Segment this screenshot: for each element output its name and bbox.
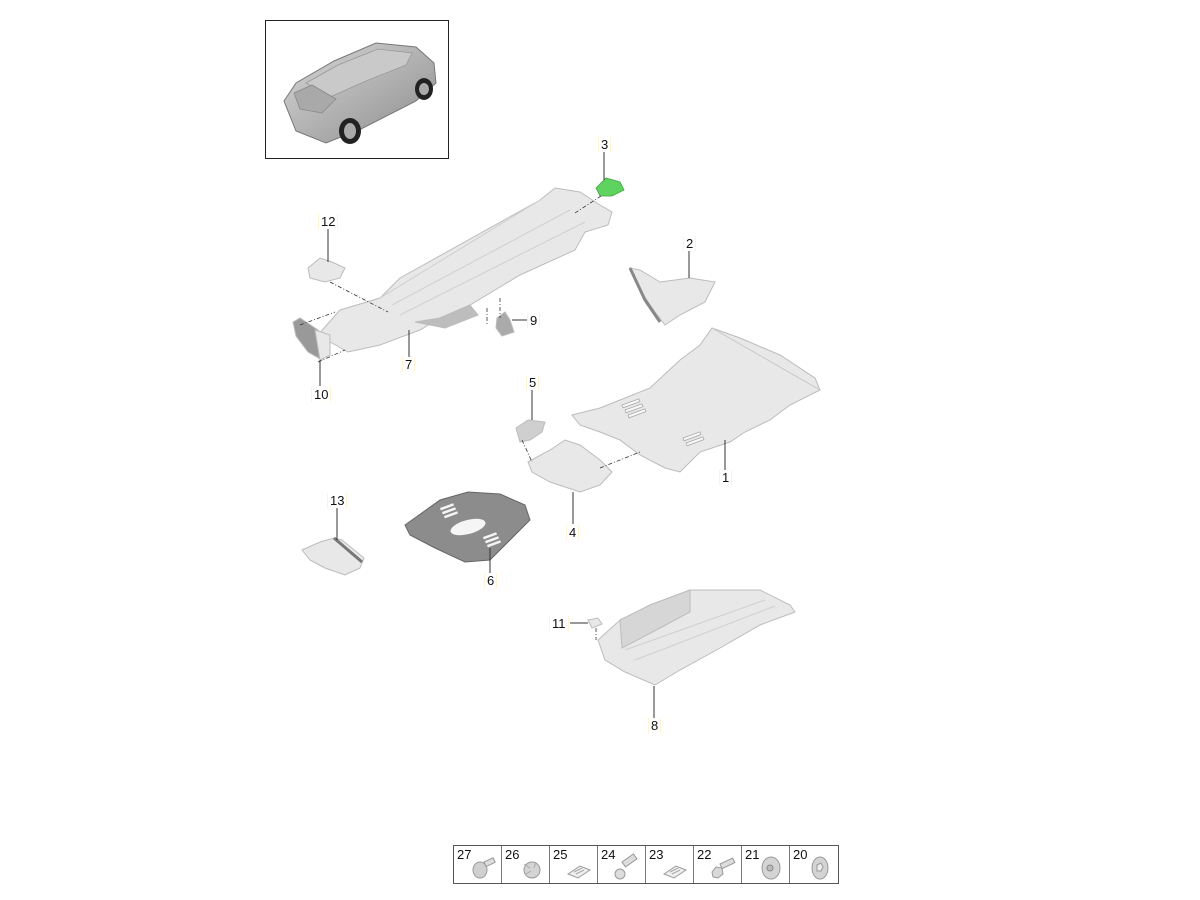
legend-number: 24 [601, 847, 616, 862]
callout-4[interactable]: 4 [566, 525, 580, 540]
legend-number: 22 [697, 847, 712, 862]
callout-11[interactable]: 11 [549, 616, 569, 631]
legend-item-26[interactable]: 26 [502, 846, 550, 883]
part-9-bracket [495, 311, 515, 337]
part-11-clip [587, 617, 603, 629]
callout-1[interactable]: 1 [719, 470, 733, 485]
part-2-arch-trim [629, 267, 716, 326]
part-5-bracket [515, 419, 546, 443]
legend-item-22[interactable]: 22 [694, 846, 742, 883]
vehicle-overview-thumbnail[interactable] [265, 20, 449, 159]
legend-number: 25 [553, 847, 568, 862]
legend-item-27[interactable]: 27 [454, 846, 502, 883]
washer-nut-icon [761, 856, 781, 880]
callout-9[interactable]: 9 [527, 313, 541, 328]
spring-clip-nut-icon [566, 865, 592, 879]
legend-item-23[interactable]: 23 [646, 846, 694, 883]
part-1-front-underbody [571, 327, 821, 473]
flange-nut-icon [811, 856, 829, 880]
push-rivet-icon [614, 853, 638, 880]
callout-10[interactable]: 10 [311, 387, 332, 402]
callout-7[interactable]: 7 [402, 357, 416, 372]
callout-13[interactable]: 13 [327, 493, 348, 508]
part-7-side-panel [317, 187, 613, 353]
part-12-cap [307, 257, 346, 283]
callout-5[interactable]: 5 [526, 375, 540, 390]
legend-number: 27 [457, 847, 472, 862]
car-image-icon [283, 42, 437, 144]
part-3-highlighted-cover [595, 177, 625, 197]
hardware-legend: 27 26 25 24 23 22 21 20 [453, 845, 839, 884]
flat-head-screw-icon [472, 857, 496, 879]
legend-number: 23 [649, 847, 664, 862]
spring-clip-nut-icon [662, 865, 688, 879]
legend-item-21[interactable]: 21 [742, 846, 790, 883]
legend-item-20[interactable]: 20 [790, 846, 838, 883]
expanding-rivet-icon [523, 861, 541, 879]
callout-8[interactable]: 8 [648, 718, 662, 733]
callout-2[interactable]: 2 [683, 236, 697, 251]
legend-number: 21 [745, 847, 760, 862]
callout-3[interactable]: 3 [598, 137, 612, 152]
part-13-protective-plate [301, 537, 365, 576]
legend-item-25[interactable]: 25 [550, 846, 598, 883]
legend-number: 20 [793, 847, 808, 862]
callout-6[interactable]: 6 [484, 573, 498, 588]
legend-number: 26 [505, 847, 520, 862]
callout-12[interactable]: 12 [318, 214, 339, 229]
part-4-skid-tray [527, 439, 613, 493]
legend-item-24[interactable]: 24 [598, 846, 646, 883]
hex-bolt-icon [711, 857, 736, 879]
